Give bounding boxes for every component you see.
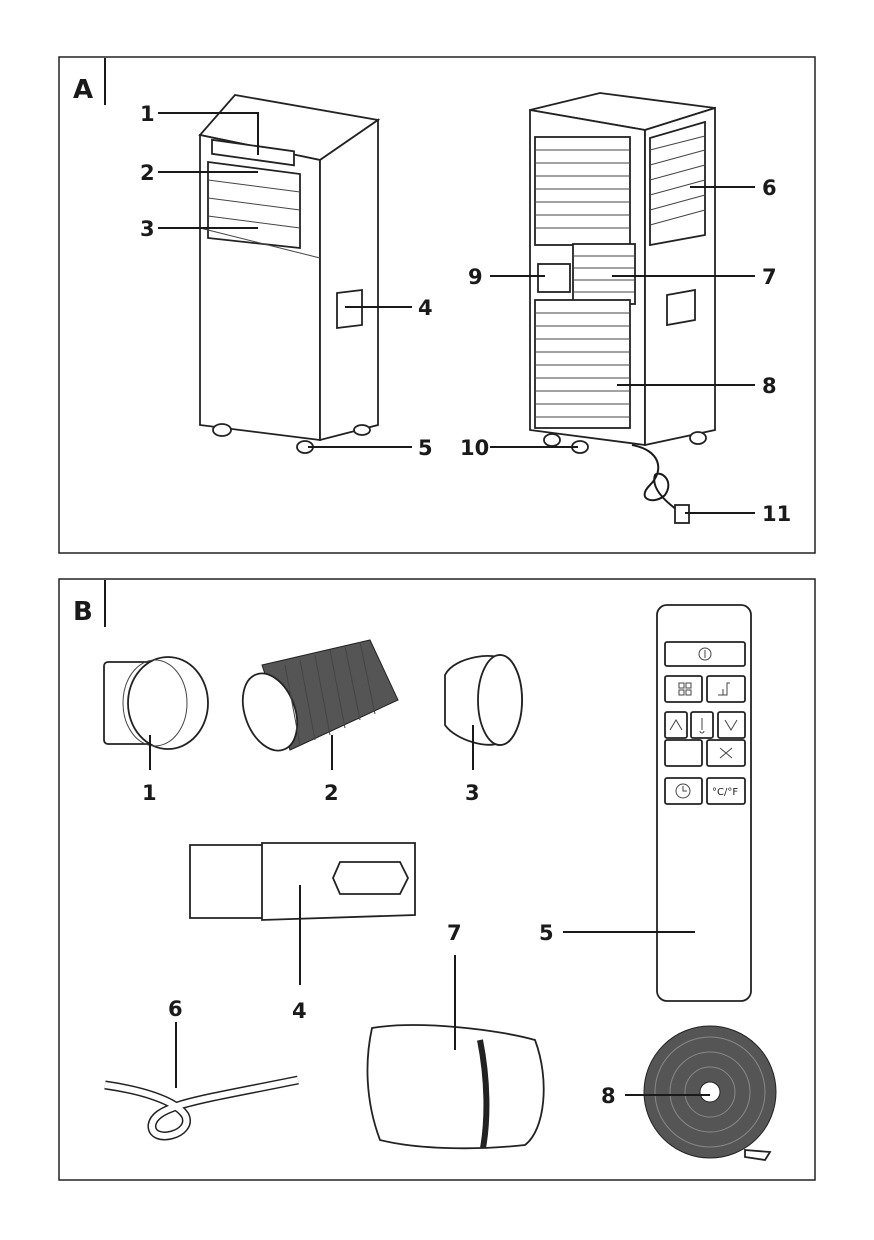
- callout-b-5: 5: [539, 921, 554, 945]
- unit-toggle-label: °C/°F: [712, 787, 738, 798]
- thermometer-icon: [699, 718, 705, 734]
- remote-control: °C/°F: [656, 604, 752, 1002]
- callout-b-3: 3: [465, 781, 480, 805]
- air-conditioner-back: [529, 92, 716, 524]
- swing-icon: [718, 682, 730, 696]
- air-conditioner-front: [198, 94, 381, 454]
- remote-down-button: [717, 711, 746, 739]
- callout-a-2: 2: [140, 161, 155, 185]
- panel-a: A: [58, 56, 816, 554]
- panel-a-letter: A: [73, 75, 93, 105]
- mode-icon: [678, 682, 692, 696]
- remote-swing-button: [706, 675, 746, 703]
- callout-a-5: 5: [418, 436, 433, 460]
- callouts-b: 1 2 3 4 5 6 7 8: [142, 725, 710, 1108]
- drain-hose: [104, 1075, 299, 1141]
- hose-nozzle: [444, 654, 523, 746]
- callout-b-8: 8: [601, 1084, 616, 1108]
- callout-a-8: 8: [762, 374, 777, 398]
- callout-b-1: 1: [142, 781, 157, 805]
- callouts-a: 1 2 3 4 5 6 7 8 9 10 11: [140, 102, 791, 526]
- remote-up-button: [664, 711, 688, 739]
- up-icon: [669, 719, 683, 731]
- down-icon: [724, 719, 738, 731]
- panel-b: B: [58, 578, 816, 1181]
- panel-b-frame: [58, 578, 816, 1181]
- panel-a-frame: [58, 56, 816, 554]
- callout-a-11: 11: [762, 502, 791, 526]
- callout-b-6: 6: [168, 997, 183, 1021]
- fan-icon: [719, 747, 733, 759]
- callout-b-2: 2: [324, 781, 339, 805]
- power-icon: [698, 647, 712, 661]
- callout-a-3: 3: [140, 217, 155, 241]
- remote-blank-button: [664, 739, 703, 767]
- remote-unit-button: [706, 777, 746, 805]
- callout-b-4: 4: [292, 999, 307, 1023]
- callout-a-10: 10: [460, 436, 489, 460]
- callout-a-7: 7: [762, 265, 777, 289]
- exhaust-hose: [241, 639, 399, 752]
- foam-tape-roll: [643, 1025, 777, 1161]
- window-slider: [189, 842, 416, 921]
- remote-mode-button: [664, 675, 703, 703]
- callout-a-4: 4: [418, 296, 433, 320]
- callout-b-7: 7: [447, 921, 462, 945]
- callout-a-1: 1: [140, 102, 155, 126]
- callout-a-9: 9: [468, 265, 483, 289]
- callout-a-6: 6: [762, 176, 777, 200]
- panel-b-letter: B: [73, 597, 93, 627]
- window-seal-bag: [366, 1024, 545, 1150]
- timer-icon: [675, 783, 691, 799]
- window-adapter: [103, 656, 209, 750]
